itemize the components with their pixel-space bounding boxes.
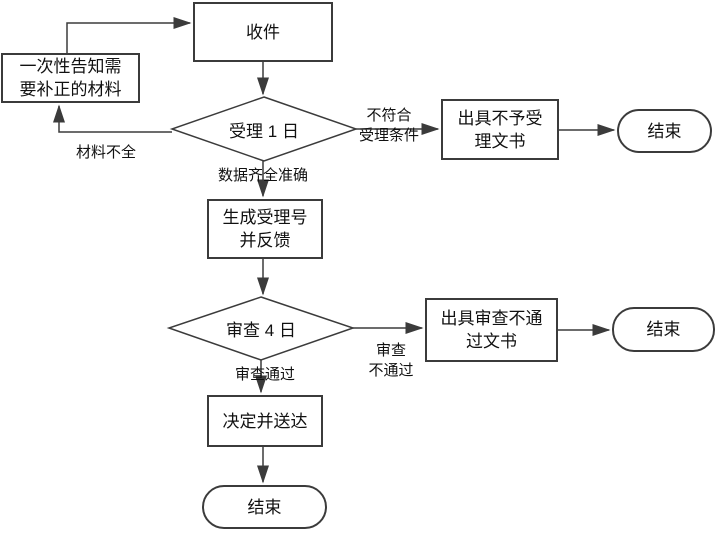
decision-review-shape (166, 296, 356, 361)
edge-label-materials-incomplete: 材料不全 (75, 144, 136, 161)
node-end-bottom: 结束 (202, 485, 327, 529)
edge-label-review-pass: 审查通过 (234, 366, 295, 383)
decision-accept-shape (169, 96, 359, 162)
node-notify-correction-materials: 一次性告知需 要补正的材料 (1, 53, 140, 103)
node-issue-rejection-document: 出具不予受 理文书 (441, 99, 559, 160)
edge-label-not-meet-conditions: 不符合 受理条件 (358, 107, 419, 144)
node-end-middle: 结束 (612, 307, 715, 352)
node-decide-and-deliver: 决定并送达 (207, 395, 323, 447)
node-issue-review-failure-document: 出具审查不通 过文书 (425, 298, 558, 362)
edge-label-data-complete: 数据齐全准确 (217, 167, 308, 184)
decision-review-label: 审查 4 日 (226, 320, 296, 340)
node-end-top: 结束 (617, 109, 712, 153)
arrow-notify-to-receive (66, 17, 192, 53)
decision-accept-label: 受理 1 日 (229, 121, 299, 141)
arrow-accept-to-notify (53, 104, 172, 133)
edge-label-review-fail: 审查 不通过 (368, 342, 414, 379)
node-generate-acceptance-number: 生成受理号 并反馈 (207, 199, 323, 259)
node-receive: 收件 (193, 2, 333, 62)
